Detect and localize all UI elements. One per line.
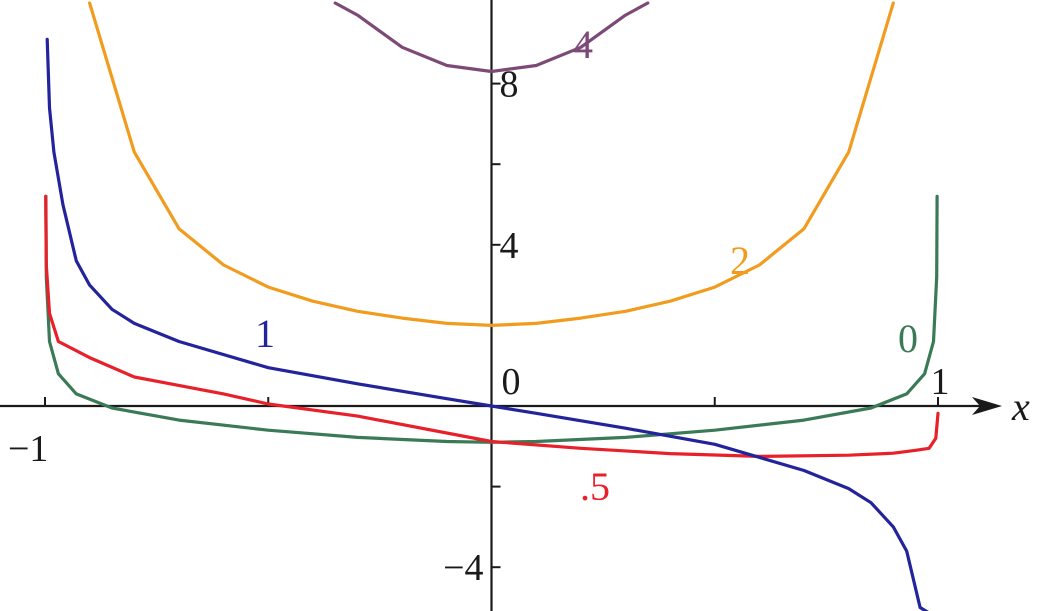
series-line-1: [45, 37, 929, 611]
series-curves: [44, 1, 940, 611]
x-axis-label: x: [1011, 384, 1030, 429]
origin-label: 0: [502, 361, 521, 403]
x-axis-arrowhead: [972, 397, 1002, 415]
x-tick-labels: −1 1: [8, 361, 950, 470]
x-tick-label: −1: [8, 428, 48, 470]
y-tick-label: 8: [500, 64, 519, 106]
x-tick-label: 1: [931, 361, 950, 403]
series-line-point5: [44, 194, 940, 458]
y-tick-label: 4: [500, 225, 519, 267]
series-line-2: [88, 1, 895, 327]
series-label-2: 2: [730, 238, 750, 283]
curve-labels: 0 .5 1 2 4: [255, 22, 918, 509]
series-label-4: 4: [573, 22, 593, 67]
y-tick-labels: 8 4 −4: [443, 64, 518, 590]
series-label-0: 0: [898, 316, 918, 361]
chart-labels: x 0: [502, 361, 1031, 429]
series-label-1: 1: [255, 311, 275, 356]
series-line-4: [333, 1, 650, 74]
y-tick-label: −4: [443, 547, 483, 589]
series-label-point5: .5: [580, 464, 610, 509]
x-ticks: [44, 397, 939, 406]
